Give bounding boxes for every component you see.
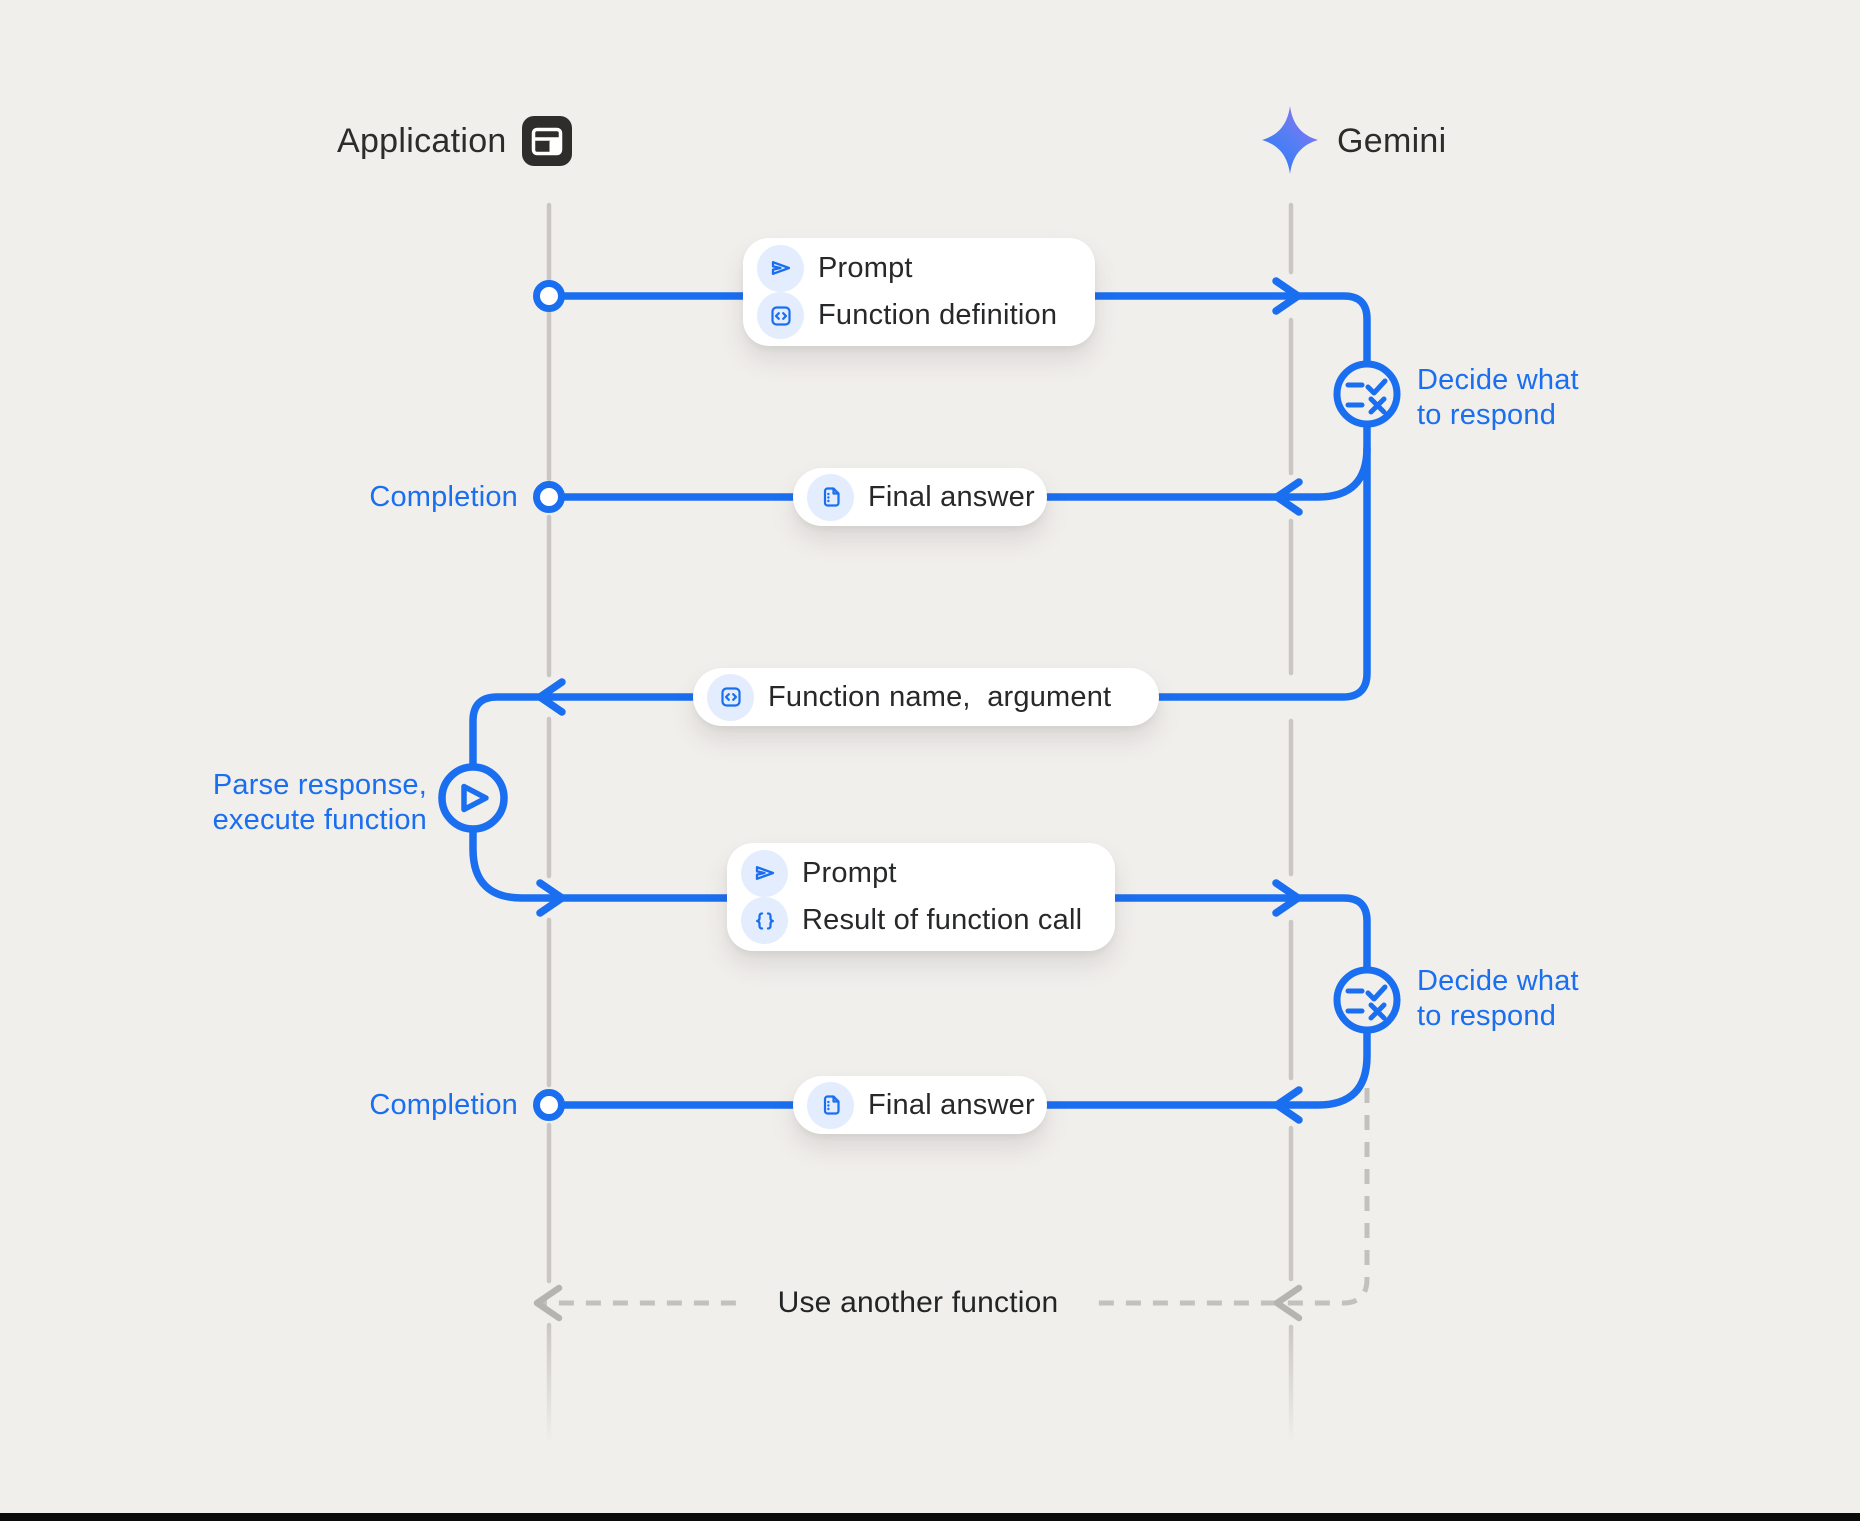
decide-note-line: Decide what [1417, 965, 1579, 997]
flow-final-answer1 [558, 444, 1371, 501]
flow-final-answer2 [558, 1026, 1371, 1109]
message-box-request1: Prompt Function definition [743, 238, 1095, 346]
send-icon [757, 244, 804, 292]
dashed-arrowhead-left-application [533, 1284, 563, 1322]
bottom-bar [0, 1513, 1860, 1521]
message-box-request2: Prompt Result of function call [727, 843, 1115, 951]
message-label: Prompt [818, 251, 913, 284]
braces-icon [741, 897, 788, 945]
send-icon [741, 849, 788, 897]
completion-node-1 [533, 481, 565, 513]
document-icon [807, 1081, 854, 1129]
decide-checklist-icon [1333, 360, 1401, 428]
arrowhead-left-gemini-2 [1273, 1086, 1303, 1124]
message-label: Final answer [868, 1088, 1035, 1121]
message-row: Function name, argument [707, 673, 1145, 721]
message-box-function-call: Function name, argument [693, 668, 1159, 726]
arrowhead-right-gemini-2 [1272, 879, 1302, 917]
message-row: Result of function call [741, 897, 1101, 945]
decide-note-line: to respond [1417, 1000, 1557, 1032]
code-box-icon [707, 673, 754, 721]
lifeline-fade [0, 1322, 1860, 1472]
decide-checklist-icon [1333, 966, 1401, 1034]
decide-note-line: Decide what [1417, 364, 1579, 396]
completion-label-2: Completion [369, 1089, 518, 1121]
play-icon [438, 763, 508, 833]
message-label: Prompt [802, 856, 897, 889]
use-another-function-label: Use another function [743, 1281, 1093, 1325]
flow-request1 [558, 292, 1371, 367]
decide-note-1: Decide what to respond [1417, 363, 1579, 433]
message-box-final-answer2: Final answer [793, 1076, 1047, 1134]
parse-note-line: execute function [212, 804, 427, 836]
message-label: Function definition [818, 299, 1058, 332]
start-node [533, 280, 565, 312]
message-row: Final answer [807, 473, 1035, 521]
app-window-icon [522, 116, 572, 166]
arrowhead-left-gemini-1 [1273, 478, 1303, 516]
application-header-label: Application [337, 122, 507, 160]
message-label: Final answer [868, 480, 1035, 513]
message-row: Prompt [741, 849, 1101, 897]
use-another-function-dashed-path [537, 1088, 1370, 1306]
parse-note-line: Parse response, [212, 769, 427, 801]
arrowhead-right-application-1 [536, 879, 566, 917]
arrowhead-right-gemini-1 [1272, 277, 1302, 315]
completion-node-2 [533, 1089, 565, 1121]
flow-request2 [469, 825, 1371, 973]
completion-label-1: Completion [369, 481, 518, 513]
message-label: Function name, argument [768, 680, 1112, 713]
gemini-sparkle-icon [1262, 106, 1318, 174]
message-label: Result of function call [802, 904, 1083, 937]
gemini-header-label: Gemini [1337, 122, 1447, 160]
decide-note-2: Decide what to respond [1417, 964, 1579, 1034]
document-icon [807, 473, 854, 521]
dashed-arrowhead-left-gemini [1273, 1284, 1303, 1322]
message-row: Final answer [807, 1081, 1035, 1129]
parse-execute-note: Parse response, execute function [132, 768, 427, 838]
message-box-final-answer1: Final answer [793, 468, 1047, 526]
arrowhead-left-application-1 [536, 678, 566, 716]
decide-note-line: to respond [1417, 399, 1557, 431]
message-row: Prompt [757, 244, 1081, 292]
code-box-icon [757, 292, 804, 340]
message-row: Function definition [757, 292, 1081, 340]
